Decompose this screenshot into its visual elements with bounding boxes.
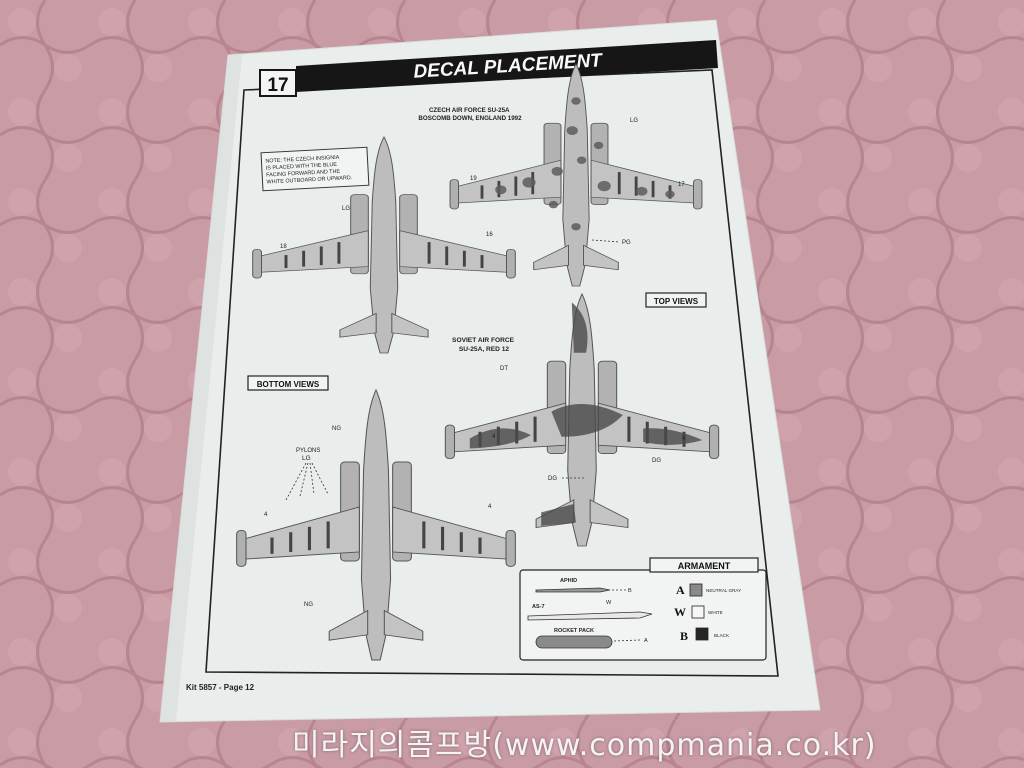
neutral-gray-swatch <box>689 583 703 597</box>
callout-dg-left: DG <box>548 476 557 482</box>
callout-ng-lower: NG <box>304 602 313 608</box>
callout-dt: DT <box>500 366 508 372</box>
note-text: NOTE: THE CZECH INSIGNIA IS PLACED WITH … <box>265 154 352 185</box>
armament-title: ARMAMENT <box>678 561 731 571</box>
top-views-label: TOP VIEWS <box>654 297 699 306</box>
callout-dg-right: DG <box>652 458 661 464</box>
weapon-rocket-pack: ROCKET PACK A <box>535 628 648 649</box>
svg-text:WHITE: WHITE <box>708 610 723 615</box>
callout-16: 16 <box>486 232 493 238</box>
soviet-top-view-jet <box>443 292 721 548</box>
callout-ng-upper: NG <box>332 426 341 432</box>
color-key: A NEUTRAL GRAY W WHITE B BLACK <box>674 583 741 643</box>
svg-text:BLACK: BLACK <box>714 633 730 638</box>
svg-text:APHID: APHID <box>560 578 577 584</box>
callout-19: 19 <box>470 176 477 182</box>
weapon-aphid: APHID B <box>535 578 632 594</box>
czech-aircraft-caption: CZECH AIR FORCE SU-25A BOSCOMB DOWN, ENG… <box>418 107 522 122</box>
callout-pylons: PYLONS <box>296 448 320 454</box>
step-number: 17 <box>267 75 288 96</box>
callout-18: 18 <box>280 244 287 250</box>
svg-text:W: W <box>606 600 612 606</box>
svg-text:AS-7: AS-7 <box>532 604 545 610</box>
callout-lg-czech: LG <box>630 118 638 124</box>
callout-4-soviet-right: 4 <box>682 436 686 442</box>
callout-4-lower-left: 4 <box>264 512 268 518</box>
callout-17: 17 <box>678 182 685 188</box>
callout-lg-pylons: LG <box>302 455 311 462</box>
svg-text:B: B <box>628 588 632 594</box>
bottom-views-label: BOTTOM VIEWS <box>257 380 320 389</box>
black-swatch <box>695 627 709 641</box>
callout-4-lower-right: 4 <box>488 504 492 510</box>
svg-text:NEUTRAL GRAY: NEUTRAL GRAY <box>706 588 741 593</box>
svg-text:W: W <box>674 605 686 619</box>
svg-text:ROCKET PACK: ROCKET PACK <box>554 628 594 634</box>
callout-pg: PG <box>622 240 631 246</box>
svg-text:B: B <box>680 629 688 643</box>
white-swatch <box>691 605 705 619</box>
svg-text:A: A <box>644 638 648 644</box>
svg-text:A: A <box>676 583 685 597</box>
callout-lg-upper: LG <box>342 206 350 212</box>
watermark: 미라지의콤프방(www.compmania.co.kr) <box>292 728 877 763</box>
soviet-aircraft-caption: SOVIET AIR FORCE SU-25A, RED 12 <box>452 337 516 353</box>
page-footer: Kit 5857 - Page 12 <box>186 683 255 692</box>
callout-4-soviet-left: 4 <box>492 434 496 440</box>
czech-top-view-jet <box>448 62 704 288</box>
weapon-as7: AS-7 W <box>527 600 653 621</box>
